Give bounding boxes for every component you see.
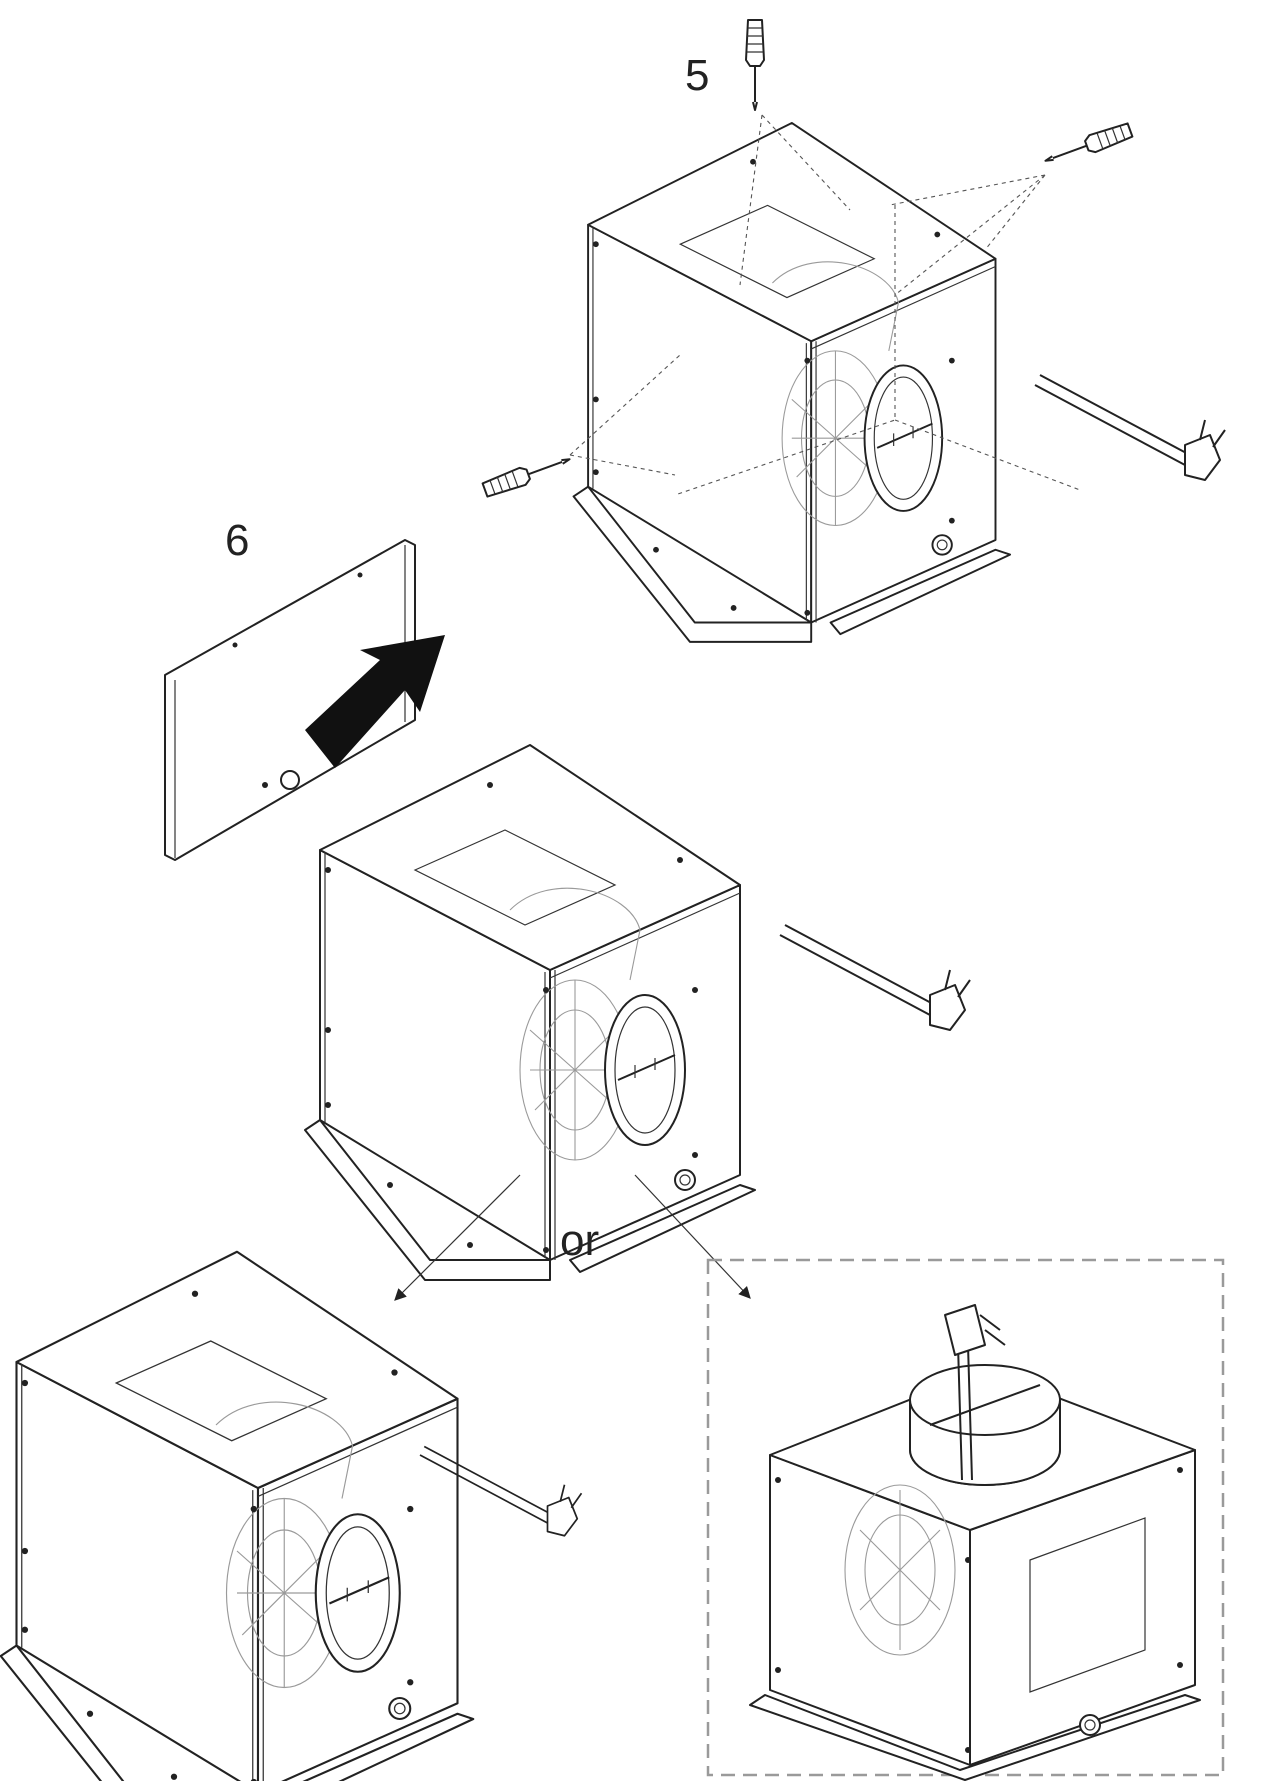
arrow-icon — [305, 635, 445, 768]
step-5-assembly — [572, 121, 1226, 643]
screwdriver-icon — [745, 19, 765, 111]
screwdriver-icon — [1041, 120, 1135, 171]
step-6-label: 6 — [225, 516, 249, 565]
screwdriver-icon — [480, 449, 574, 500]
or-connector: or — [560, 1216, 599, 1265]
step-6-assembly — [304, 744, 971, 1281]
option-a-assembly — [0, 1250, 583, 1781]
side-panel — [164, 539, 416, 861]
option-b-assembly — [749, 1304, 1201, 1781]
screw-guide-lines — [569, 114, 1081, 496]
option-arrows — [394, 1174, 751, 1301]
step-5-label: 5 — [685, 51, 709, 100]
